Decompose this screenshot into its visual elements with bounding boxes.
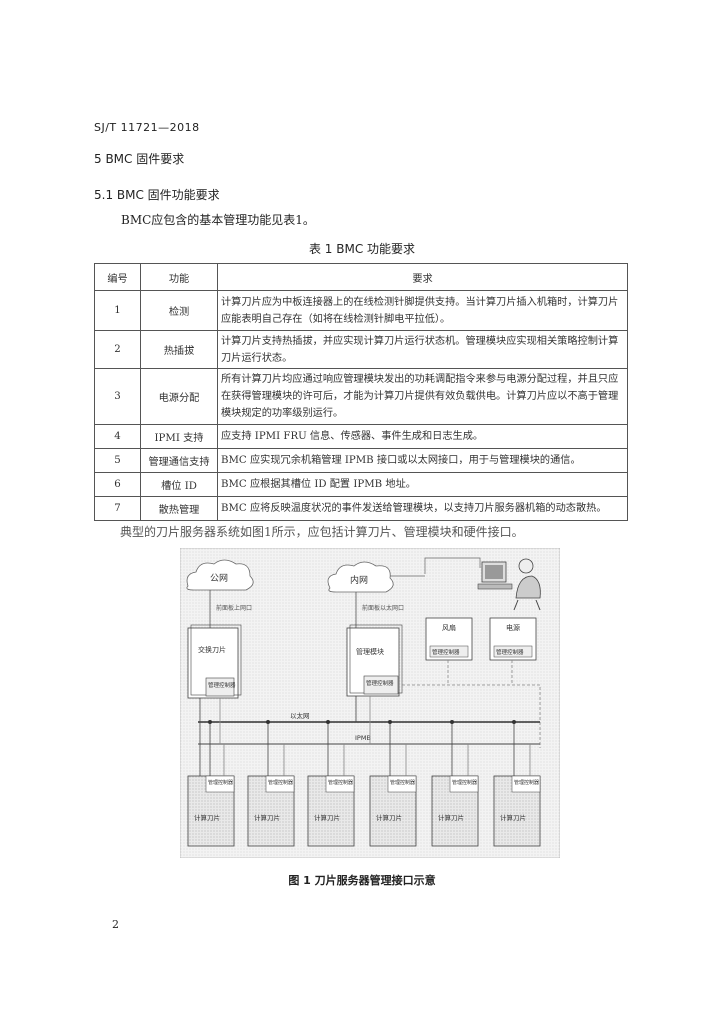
row-requirement: 计算刀片支持热插拔，并应实现计算刀片运行状态机。管理模块应实现相关策略控制计算刀…	[217, 330, 628, 369]
bmc-requirements-table: 编号 功能 要求 1 检测 计算刀片应为中板连接器上的在线检测针脚提供支持。当计…	[94, 263, 628, 521]
compute-blade: 管理控制器 计算刀片	[431, 720, 479, 847]
row-requirement: 所有计算刀片均应通过响应管理模块发出的功耗调配指令来参与电源分配过程，并且只应在…	[217, 368, 628, 425]
blade-controller-label: 管理控制器	[328, 779, 353, 786]
row-function: 槽位 ID	[140, 472, 218, 497]
blade-controller-label: 管理控制器	[268, 779, 293, 786]
row-no: 6	[94, 472, 141, 497]
row-function: IPMI 支持	[140, 424, 218, 449]
blade-controller-label: 管理控制器	[208, 779, 233, 786]
row-function: 热插拔	[140, 330, 218, 369]
figure-intro-paragraph: 典型的刀片服务器系统如图1所示，应包括计算刀片、管理模块和硬件接口。	[120, 525, 524, 539]
row-function: 电源分配	[140, 368, 218, 425]
switch-blade: 交换刀片 管理控制器	[187, 624, 242, 699]
compute-blade-label: 计算刀片	[500, 813, 526, 822]
compute-blade-label: 计算刀片	[438, 813, 464, 822]
row-requirement: BMC 应根据其槽位 ID 配置 IPMB 地址。	[217, 472, 628, 497]
management-module: 管理模块 管理控制器	[346, 624, 403, 697]
row-function: 散热管理	[140, 496, 218, 521]
row-no: 7	[94, 496, 141, 521]
switch-controller	[205, 677, 235, 697]
ipmb-label: IPMB	[355, 734, 371, 742]
page-number: 2	[112, 918, 119, 931]
table-row: 3 电源分配 所有计算刀片均应通过响应管理模块发出的功耗调配指令来参与电源分配过…	[94, 368, 628, 425]
dashed-ipmb-link	[402, 684, 541, 748]
table-row: 6 槽位 ID BMC 应根据其槽位 ID 配置 IPMB 地址。	[94, 472, 628, 497]
psu-controller-label: 管理控制器	[496, 648, 524, 656]
chassis-controller	[363, 675, 399, 695]
table-row: 4 IPMI 支持 应支持 IPMI FRU 信息、传感器、事件生成和日志生成。	[94, 424, 628, 449]
psu-label: 电源	[506, 623, 520, 632]
row-no: 4	[94, 424, 141, 449]
row-requirement: BMC 应将反映温度状况的事件发送给管理模块，以支持刀片服务器机箱的动态散热。	[217, 496, 628, 521]
fan-unit: 风扇 管理控制器	[425, 617, 473, 661]
compute-blade: 管理控制器 计算刀片	[369, 720, 417, 847]
section-heading-5: 5 BMC 固件要求	[94, 152, 185, 166]
compute-blade-label: 计算刀片	[376, 813, 402, 822]
standard-number: SJ/T 11721—2018	[94, 121, 200, 134]
header-no: 编号	[94, 263, 141, 291]
table-row: 5 管理通信支持 BMC 应实现冗余机箱管理 IPMB 接口或以太网接口，用于与…	[94, 448, 628, 473]
management-module-label: 管理模块	[356, 647, 384, 656]
table-row: 7 散热管理 BMC 应将反映温度状况的事件发送给管理模块，以支持刀片服务器机箱…	[94, 496, 628, 521]
blade-controller-label: 管理控制器	[390, 779, 415, 786]
row-no: 1	[94, 290, 141, 331]
table-caption: 表 1 BMC 功能要求	[308, 242, 416, 256]
power-supply-unit: 电源 管理控制器	[489, 617, 537, 661]
header-function: 功能	[140, 263, 218, 291]
compute-blade: 管理控制器 计算刀片	[247, 720, 295, 847]
intro-paragraph: BMC应包含的基本管理功能见表1。	[121, 213, 315, 227]
row-requirement: 计算刀片应为中板连接器上的在线检测针脚提供支持。当计算刀片插入机箱时，计算刀片应…	[217, 290, 628, 331]
ethernet-label: 以太网	[290, 711, 310, 720]
blade-controller-label: 管理控制器	[514, 779, 539, 786]
port-label-public: 前面板上网口	[216, 604, 252, 612]
compute-blade-label: 计算刀片	[314, 813, 340, 822]
table-row: 1 检测 计算刀片应为中板连接器上的在线检测针脚提供支持。当计算刀片插入机箱时，…	[94, 290, 628, 331]
blade-server-diagram: 公网 内网 前面板上网口 前面板以太网口 交换刀片 管理控	[179, 547, 561, 859]
compute-blade: 管理控制器 计算刀片	[493, 720, 541, 847]
row-function: 检测	[140, 290, 218, 331]
public-network-cloud: 公网	[186, 559, 254, 591]
blade-controller-label: 管理控制器	[452, 779, 477, 786]
row-function: 管理通信支持	[140, 448, 218, 473]
operator-link	[424, 557, 481, 574]
operator-computer-icon	[477, 558, 541, 611]
chassis-controller-label: 管理控制器	[366, 679, 394, 687]
internal-network-cloud: 内网	[327, 561, 394, 593]
row-requirement: 应支持 IPMI FRU 信息、传感器、事件生成和日志生成。	[217, 424, 628, 449]
row-no: 3	[94, 368, 141, 425]
switch-blade-label: 交换刀片	[198, 645, 226, 654]
row-requirement: BMC 应实现冗余机箱管理 IPMB 接口或以太网接口，用于与管理模块的通信。	[217, 448, 628, 473]
table-row: 2 热插拔 计算刀片支持热插拔，并应实现计算刀片运行状态机。管理模块应实现相关策…	[94, 330, 628, 369]
diagram-svg: 公网 内网 前面板上网口 前面板以太网口 交换刀片 管理控	[179, 547, 561, 859]
figure-caption: 图 1 刀片服务器管理接口示意	[288, 874, 436, 887]
fan-label: 风扇	[442, 623, 456, 632]
compute-blade-label: 计算刀片	[194, 813, 220, 822]
header-requirement: 要求	[217, 263, 628, 291]
compute-blade: 管理控制器 计算刀片	[187, 720, 235, 847]
compute-blade: 管理控制器 计算刀片	[307, 720, 355, 847]
row-no: 2	[94, 330, 141, 369]
row-no: 5	[94, 448, 141, 473]
cloud-label-public: 公网	[210, 573, 228, 584]
compute-blade-label: 计算刀片	[254, 813, 280, 822]
port-label-internal: 前面板以太网口	[362, 604, 404, 612]
fan-controller-label: 管理控制器	[432, 648, 460, 656]
section-heading-5-1: 5.1 BMC 固件功能要求	[94, 188, 220, 202]
cloud-label-internal: 内网	[350, 574, 368, 586]
switch-controller-label: 管理控制器	[208, 681, 236, 689]
table-header-row: 编号 功能 要求	[94, 263, 628, 291]
